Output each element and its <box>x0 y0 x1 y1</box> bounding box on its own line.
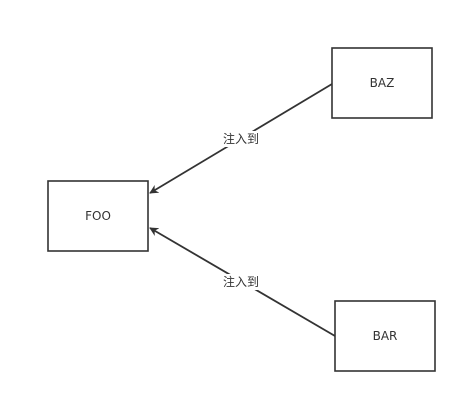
node-bar-box <box>334 300 436 372</box>
node-foo-box <box>47 180 149 252</box>
node-foo-label: FOO <box>85 209 111 223</box>
edge-baz-to-foo-label: 注入到 <box>223 131 259 146</box>
edge-baz-to-foo: 注入到 <box>149 83 333 194</box>
edge-bar-to-foo: 注入到 <box>149 227 336 337</box>
node-foo[interactable]: FOO <box>47 180 149 252</box>
edge-bar-to-foo-label: 注入到 <box>223 274 259 289</box>
node-baz-label: BAZ <box>370 76 395 90</box>
node-bar-label: BAR <box>373 329 398 343</box>
node-baz-box <box>331 47 433 119</box>
edge-bar-to-foo-label-bg <box>220 274 262 290</box>
node-baz[interactable]: BAZ <box>331 47 433 119</box>
node-bar[interactable]: BAR <box>334 300 436 372</box>
edge-baz-to-foo-label-bg <box>220 131 262 147</box>
